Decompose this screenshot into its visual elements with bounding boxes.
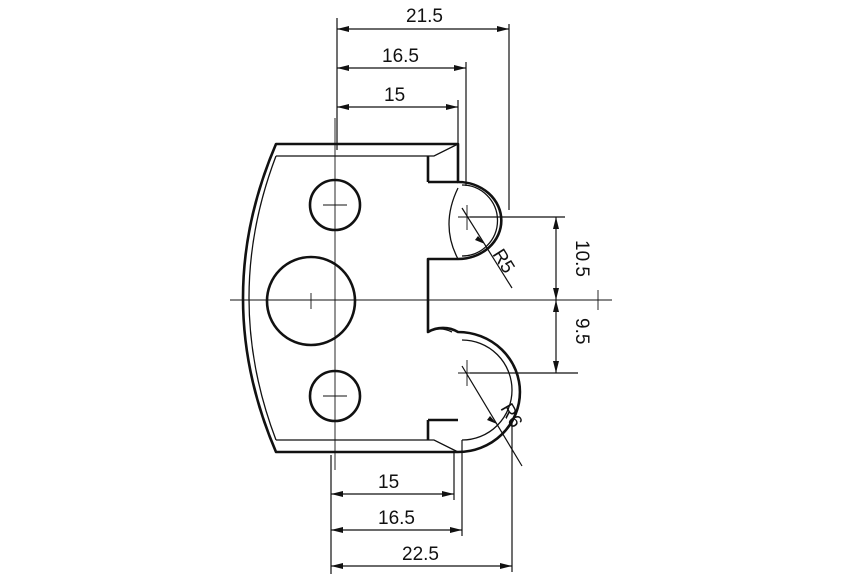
dim-top-overall: 21.5 (406, 6, 443, 27)
left-inner-edge (248, 155, 277, 441)
middle-notch-shadow (427, 328, 453, 333)
leader-r5 (461, 207, 513, 289)
upper-arc-shadow (461, 184, 499, 257)
dim-bottom-middle: 16.5 (378, 508, 415, 529)
dim-top-middle: 16.5 (382, 46, 419, 67)
dimension-lines (331, 26, 559, 569)
part-contour (241, 142, 522, 454)
dimension-labels: 21.5 16.5 15 15 16.5 22.5 10.5 9.5 R5 R6 (378, 6, 592, 565)
top-chamfer-edge (276, 143, 459, 157)
upper-notch-shadow (448, 187, 459, 260)
part-outline (241, 142, 522, 454)
large-center-hole (265, 255, 357, 347)
radius-lower-label: R6 (496, 400, 526, 432)
dim-right-upper: 10.5 (571, 240, 592, 277)
dim-top-inner: 15 (384, 85, 405, 106)
upper-notch-step (426, 156, 458, 184)
holes (265, 178, 362, 423)
radius-upper-label: R5 (488, 246, 519, 278)
dim-bottom-overall: 22.5 (402, 544, 439, 565)
lower-notch-step (426, 418, 458, 440)
bottom-chamfer-edge (276, 439, 459, 453)
dim-bottom-inner: 15 (378, 472, 399, 493)
lower-arc-shadow (461, 339, 513, 441)
dim-right-lower: 9.5 (571, 318, 592, 344)
extension-lines (330, 18, 578, 574)
leader-r6 (461, 365, 523, 467)
